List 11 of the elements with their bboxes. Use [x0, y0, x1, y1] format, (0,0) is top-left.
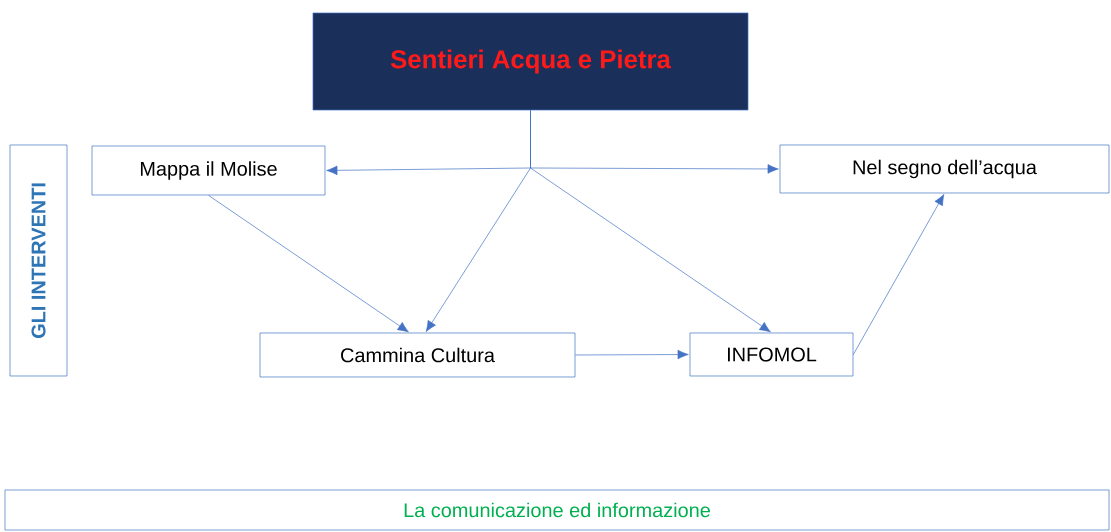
- arrow: [208, 195, 409, 333]
- side-label-box: GLI INTERVENTI: [9, 144, 68, 377]
- arrow: [575, 349, 689, 360]
- arrow: [530, 110, 771, 333]
- title-box: Sentieri Acqua e Pietra: [312, 12, 749, 111]
- process-box: INFOMOL: [689, 332, 854, 377]
- process-box: Nel segno dell’acqua: [779, 144, 1110, 194]
- process-box: Cammina Cultura: [259, 332, 576, 378]
- process-box: Mappa il Molise: [91, 145, 326, 196]
- arrow: [853, 194, 945, 355]
- banner-box: La comunicazione ed informazione: [4, 489, 1110, 531]
